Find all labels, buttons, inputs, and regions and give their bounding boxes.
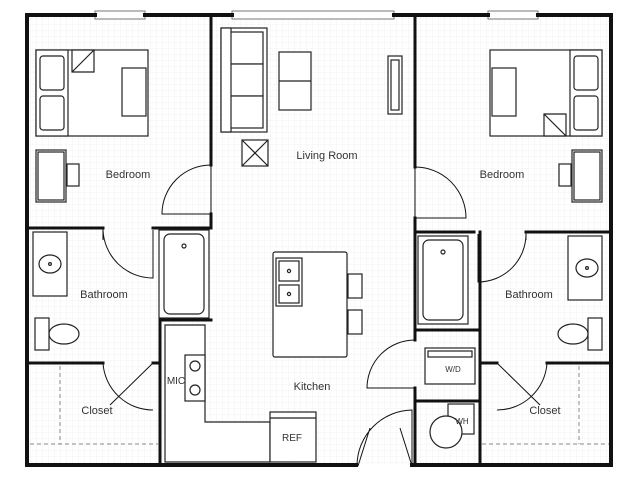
doors [102,164,548,467]
chair-left [66,163,80,187]
toilet-bowl-right [557,323,589,345]
window-bedroom-left [94,10,146,20]
label-living-room: Living Room [296,150,357,162]
door-laundry [366,339,416,389]
label-bathroom-left: Bathroom [80,289,128,301]
label-bedroom-right: Bedroom [480,169,525,181]
chair-right [558,163,572,187]
stool-1 [347,273,363,299]
label-water-heater: WH [455,417,469,426]
door-bedroom-right [414,166,467,219]
door-bath-left [102,228,154,279]
bedroom-right-furniture [489,49,603,203]
closet-shelves [30,366,609,445]
label-bedroom-left: Bedroom [106,169,151,181]
label-bathroom-right: Bathroom [505,289,553,301]
stool-2 [347,309,363,335]
water-heater-tank [429,415,463,449]
door-closet-left [102,362,154,411]
toilet-bowl-left [48,323,80,345]
window-living-room [231,10,395,20]
bedroom-left-furniture [35,49,149,203]
door-bedroom-left [161,164,212,215]
kitchen-fixtures [164,251,363,463]
door-entry [356,409,413,467]
door-closet-right [496,362,548,411]
window-bedroom-right [487,10,539,20]
label-washer-dryer: W/D [445,365,461,374]
label-microwave: MIC [167,376,185,387]
toilet-tank-left [34,317,50,351]
bathroom-right-fixtures [417,235,603,351]
fridge [269,411,317,463]
door-bath-right [477,232,527,283]
toilet-tank-right [587,317,603,351]
label-closet-left: Closet [81,405,112,417]
exterior-walls [25,13,613,467]
bathroom-left-fixtures [32,229,210,351]
living-room-furniture [220,27,403,167]
label-kitchen: Kitchen [294,381,331,393]
label-refrigerator: REF [282,433,302,444]
utility-fixtures [424,347,476,449]
label-closet-right: Closet [529,405,560,417]
